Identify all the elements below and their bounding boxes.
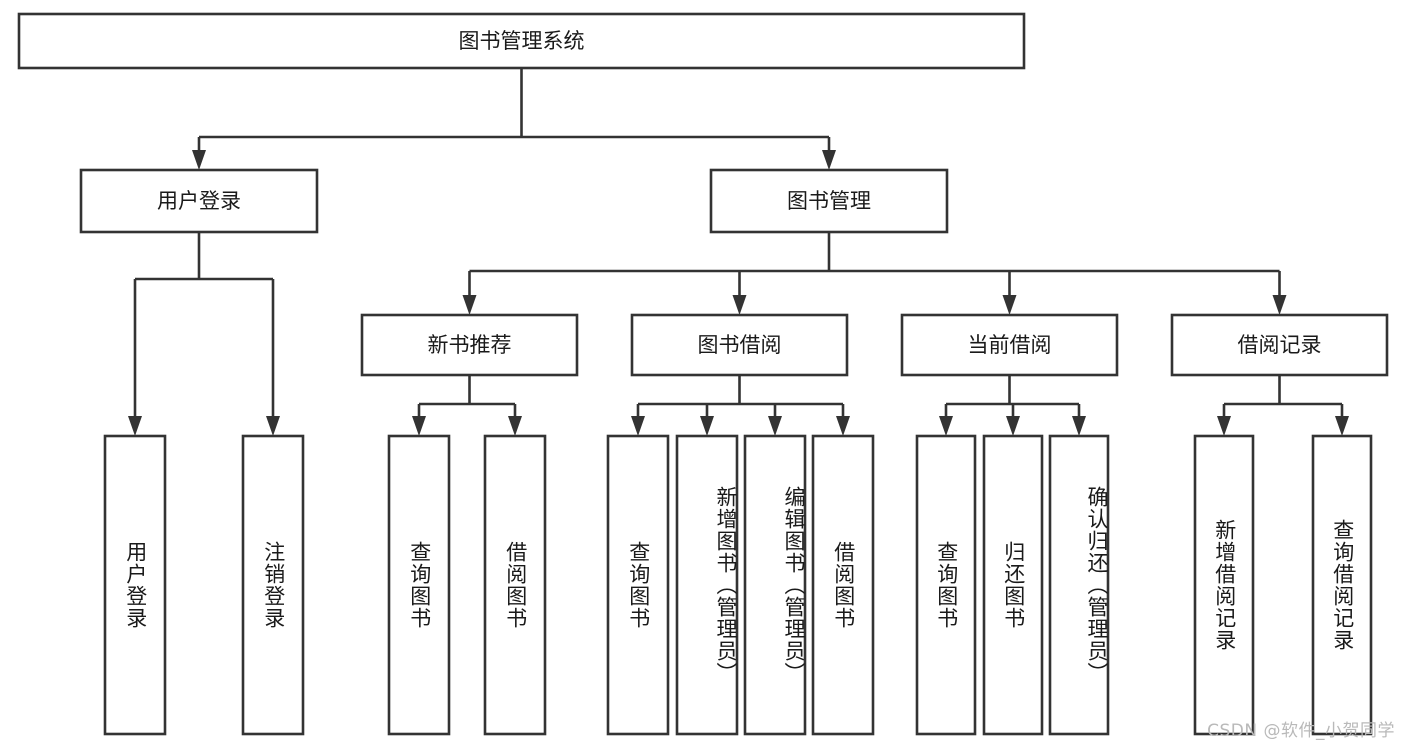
node-leaf-query-borrow-record[interactable] — [1311, 434, 1373, 736]
node-borrow-record[interactable] — [1170, 313, 1389, 377]
node-current-borrow[interactable] — [900, 313, 1119, 377]
node-book-management[interactable] — [709, 168, 949, 234]
node-leaf-confirm-return-admin[interactable] — [1048, 434, 1110, 736]
node-leaf-logout[interactable] — [241, 434, 305, 736]
arrowhead-leaf-4 — [508, 416, 522, 436]
arrowhead-leaf-5 — [631, 416, 645, 436]
arrowhead-leaf-7 — [768, 416, 782, 436]
arrowhead-user-login — [192, 150, 206, 170]
arrowhead-leaf-2 — [266, 416, 280, 436]
node-labels-horizontal: 图书管理系统 用户登录 图书管理 新书推荐 图书借阅 当前借阅 借阅记录 — [157, 29, 1322, 357]
arrowhead-leaf-1 — [128, 416, 142, 436]
node-user-login[interactable] — [79, 168, 319, 234]
node-leaf-query-book-recommend[interactable] — [387, 434, 451, 736]
node-leaf-return-book[interactable] — [982, 434, 1044, 736]
arrowhead-book-mgmt — [822, 150, 836, 170]
arrowhead-leaf-8 — [836, 416, 850, 436]
node-root[interactable] — [17, 12, 1026, 70]
node-leaf-add-borrow-record[interactable] — [1193, 434, 1255, 736]
label-current-borrow: 当前借阅 — [968, 333, 1052, 357]
watermark-text: CSDN @软件_小贺同学 — [1207, 721, 1395, 741]
arrowhead-current-borrow — [1002, 295, 1017, 315]
node-leaf-user-login[interactable] — [103, 434, 167, 736]
node-leaf-add-book-admin[interactable] — [675, 434, 739, 736]
node-book-borrow[interactable] — [630, 313, 849, 377]
connector-lines — [133, 68, 1344, 418]
arrowhead-leaf-12 — [1217, 416, 1231, 436]
node-leaf-edit-book-admin[interactable] — [743, 434, 807, 736]
arrowhead-leaf-13 — [1335, 416, 1349, 436]
node-boxes — [17, 12, 1389, 736]
node-leaf-borrow-book[interactable] — [811, 434, 875, 736]
label-book-management: 图书管理 — [787, 189, 871, 213]
arrowhead-leaf-10 — [1006, 416, 1020, 436]
arrowhead-new-book — [462, 295, 477, 315]
arrowhead-leaf-11 — [1072, 416, 1086, 436]
arrowhead-borrow-record — [1272, 295, 1287, 315]
label-new-book-recommend: 新书推荐 — [428, 333, 512, 357]
arrowhead-leaf-9 — [939, 416, 953, 436]
node-leaf-query-book-borrow[interactable] — [606, 434, 670, 736]
node-leaf-query-book-current[interactable] — [915, 434, 977, 736]
arrowhead-book-borrow — [732, 295, 747, 315]
node-leaf-borrow-book-recommend[interactable] — [483, 434, 547, 736]
arrowhead-leaf-6 — [700, 416, 714, 436]
label-root: 图书管理系统 — [459, 29, 585, 53]
node-new-book-recommend[interactable] — [360, 313, 579, 377]
label-book-borrow: 图书借阅 — [698, 333, 782, 357]
arrow-heads — [128, 150, 1349, 436]
arrowhead-leaf-3 — [412, 416, 426, 436]
label-borrow-record: 借阅记录 — [1238, 333, 1322, 357]
label-user-login: 用户登录 — [157, 189, 241, 213]
